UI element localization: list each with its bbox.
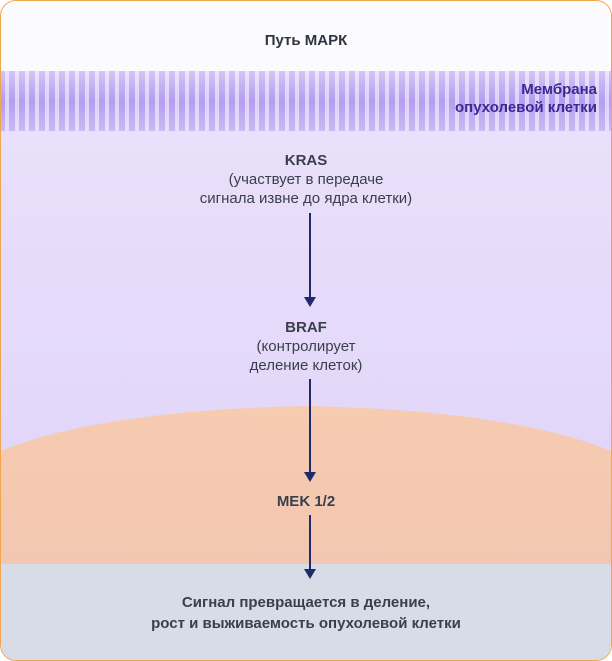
- membrane-stripe: [35, 71, 39, 131]
- node-kras: KRAS (участвует в передаче сигнала извне…: [1, 151, 611, 208]
- membrane-stripe: [285, 71, 289, 131]
- membrane-stripe: [525, 71, 529, 131]
- node-kras-title: KRAS: [284, 152, 328, 169]
- membrane-stripe: [375, 71, 379, 131]
- membrane-stripe: [85, 71, 89, 131]
- membrane-stripe: [555, 71, 559, 131]
- membrane-stripe: [185, 71, 189, 131]
- membrane-stripe: [365, 71, 369, 131]
- nucleus-area: [1, 406, 611, 571]
- membrane-stripe: [265, 71, 269, 131]
- membrane-stripe: [245, 71, 249, 131]
- arrow-mek-result: [304, 515, 316, 579]
- node-kras-desc-line1: (участвует в передаче: [228, 171, 384, 188]
- membrane-stripe: [115, 71, 119, 131]
- membrane-stripe: [105, 71, 109, 131]
- membrane-stripe: [25, 71, 29, 131]
- membrane-stripe: [415, 71, 419, 131]
- membrane-stripe: [175, 71, 179, 131]
- cell-membrane: [1, 71, 611, 131]
- membrane-stripe: [295, 71, 299, 131]
- result-line2: рост и выживаемость опухолевой клетки: [151, 615, 461, 632]
- membrane-stripe: [445, 71, 449, 131]
- node-braf-desc-line2: деление клеток): [249, 357, 363, 374]
- membrane-stripe: [5, 71, 9, 131]
- membrane-stripe: [455, 71, 459, 131]
- membrane-stripe: [145, 71, 149, 131]
- result-text: Сигнал превращается в деление, рост и вы…: [1, 592, 611, 634]
- membrane-stripe: [495, 71, 499, 131]
- membrane-stripe: [475, 71, 479, 131]
- membrane-stripe: [135, 71, 139, 131]
- membrane-stripe: [345, 71, 349, 131]
- node-mek: MEK 1/2: [1, 492, 611, 511]
- membrane-stripe: [335, 71, 339, 131]
- membrane-stripe: [565, 71, 569, 131]
- membrane-stripe: [465, 71, 469, 131]
- result-line1: Сигнал превращается в деление,: [181, 594, 431, 611]
- membrane-stripe: [435, 71, 439, 131]
- page-title: Путь МАРК: [264, 32, 348, 49]
- arrow-kras-braf: [304, 213, 316, 307]
- node-braf-desc-line1: (контролирует: [256, 338, 356, 355]
- membrane-stripe: [75, 71, 79, 131]
- membrane-stripe: [315, 71, 319, 131]
- membrane-stripe: [195, 71, 199, 131]
- membrane-stripe: [235, 71, 239, 131]
- membrane-stripe: [425, 71, 429, 131]
- membrane-stripe: [585, 71, 589, 131]
- membrane-label-line2: опухолевой клетки: [455, 99, 597, 116]
- node-braf: BRAF (контролирует деление клеток): [1, 318, 611, 375]
- membrane-stripe: [485, 71, 489, 131]
- membrane-stripe: [575, 71, 579, 131]
- membrane-label-line1: Мембрана: [521, 81, 597, 98]
- membrane-stripe: [255, 71, 259, 131]
- membrane-stripe: [605, 71, 609, 131]
- membrane-stripe: [355, 71, 359, 131]
- result-band: [1, 564, 611, 660]
- membrane-stripe: [325, 71, 329, 131]
- membrane-stripe: [125, 71, 129, 131]
- membrane-stripe: [95, 71, 99, 131]
- node-kras-desc-line2: сигнала извне до ядра клетки): [199, 190, 413, 207]
- membrane-stripe: [515, 71, 519, 131]
- membrane-stripe: [45, 71, 49, 131]
- membrane-stripe: [15, 71, 19, 131]
- membrane-label: Мембрана опухолевой клетки: [455, 81, 597, 117]
- membrane-stripe: [405, 71, 409, 131]
- membrane-stripe: [595, 71, 599, 131]
- membrane-stripe: [155, 71, 159, 131]
- membrane-stripe: [535, 71, 539, 131]
- extracellular-area: [1, 1, 611, 71]
- node-braf-title: BRAF: [285, 319, 327, 336]
- node-mek-title: MEK 1/2: [276, 493, 336, 510]
- membrane-stripe: [215, 71, 219, 131]
- membrane-stripe: [205, 71, 209, 131]
- membrane-stripe: [505, 71, 509, 131]
- membrane-stripe: [275, 71, 279, 131]
- membrane-stripe: [385, 71, 389, 131]
- membrane-stripe: [165, 71, 169, 131]
- membrane-stripe: [65, 71, 69, 131]
- membrane-stripe: [225, 71, 229, 131]
- arrow-braf-mek: [304, 379, 316, 482]
- membrane-stripe: [395, 71, 399, 131]
- membrane-stripe: [55, 71, 59, 131]
- membrane-stripe: [545, 71, 549, 131]
- membrane-stripe: [305, 71, 309, 131]
